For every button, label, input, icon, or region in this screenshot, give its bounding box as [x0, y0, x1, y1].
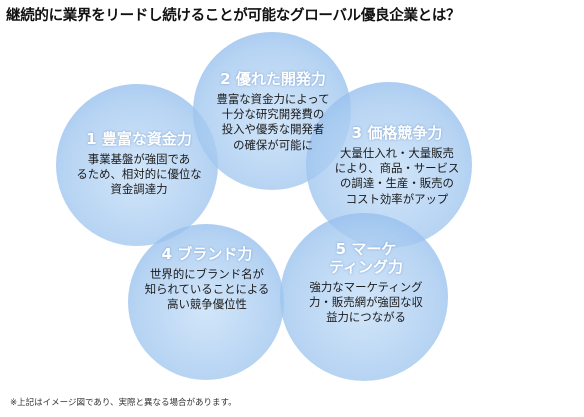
circle-3-label: 3 価格競争力 大量仕入れ・大量販売 により、商品・サービス の調達・生産・販売… — [326, 124, 468, 207]
circle-funding — [56, 84, 218, 246]
circle-3-heading: 3 価格競争力 — [351, 124, 443, 142]
circle-4-heading: 4 ブランド力 — [161, 245, 253, 263]
circle-5-heading: 5 マーケ ティング力 — [328, 240, 404, 276]
page-title: 継続的に業界をリードし続けることが可能なグローバル優良企業とは？ — [6, 8, 461, 24]
circle-1-label: 1 豊富な資金力 事業基盤が強固であ るため、相対的に優位な 資金調達力 — [66, 130, 212, 198]
circle-brand — [128, 224, 284, 380]
circle-marketing — [280, 213, 448, 381]
circle-1-heading: 1 豊富な資金力 — [86, 130, 192, 148]
circle-4-text: 世界的にブランド名が 知られていることによる 高い競争優位性 — [144, 267, 270, 312]
circle-5-text: 強力なマーケティング 力・販売網が強固な収 益力につながる — [309, 280, 423, 325]
circle-4-label: 4 ブランド力 世界的にブランド名が 知られていることによる 高い競争優位性 — [134, 245, 280, 313]
circle-2-text: 豊富な資金力によって 十分な研究開発費の 投入や優秀な開発者 の確保が可能に — [216, 92, 330, 152]
circle-2-heading: 2 優れた開発力 — [220, 70, 326, 88]
circle-5-label: 5 マーケ ティング力 強力なマーケティング 力・販売網が強固な収 益力につなが… — [292, 240, 440, 326]
footnote: ※上記はイメージ図であり、実際と異なる場合があります。 — [10, 398, 237, 408]
circle-1-text: 事業基盤が強固であ るため、相対的に優位な 資金調達力 — [76, 152, 202, 197]
circle-3-text: 大量仕入れ・大量販売 により、商品・サービス の調達・生産・販売の コスト効率が… — [334, 146, 460, 206]
circle-2-label: 2 優れた開発力 豊富な資金力によって 十分な研究開発費の 投入や優秀な開発者 … — [204, 70, 342, 153]
